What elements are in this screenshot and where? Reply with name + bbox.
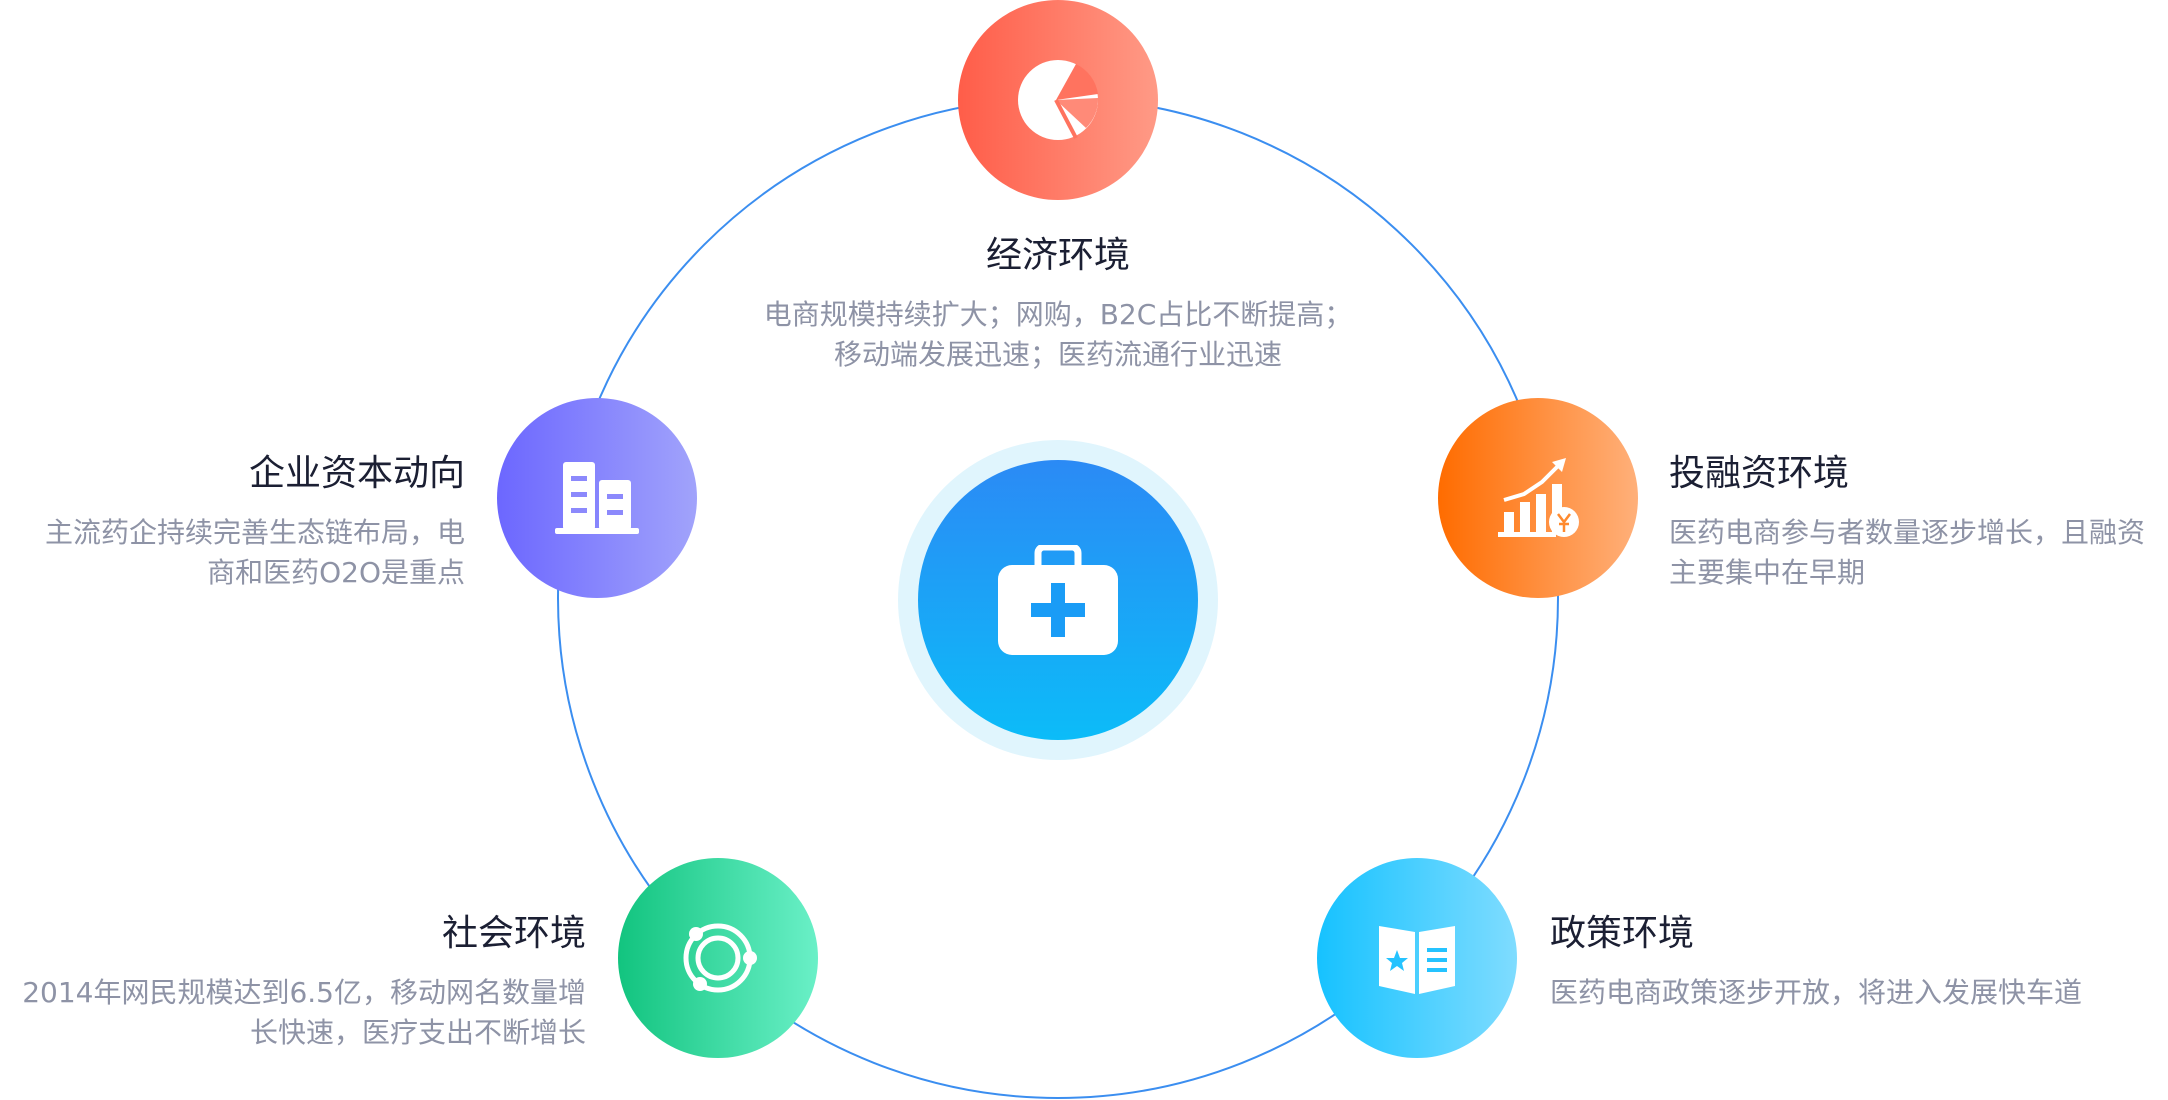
capital-node [497,398,697,598]
building-icon [555,462,639,534]
pie-chart-icon [1018,60,1099,140]
policy-book-icon [1379,926,1455,994]
policy-desc-line1: 医药电商政策逐步开放，将进入发展快车道 [1550,976,2083,1009]
economy-desc-line2: 移动端发展迅速；医药流通行业迅速 [833,338,1282,371]
investment-node [1438,398,1638,598]
society-desc-line2: 长快速，医疗支出不断增长 [249,1016,586,1049]
investment-desc-line2: 主要集中在早期 [1669,556,1866,589]
society-desc-line1: 2014年网民规模达到6.5亿，移动网名数量增 [22,976,586,1009]
economy-desc-line1: 电商规模持续扩大；网购，B2C占比不断提高； [763,298,1353,331]
policy-node [1317,858,1517,1058]
capital-desc-line1: 主流药企持续完善生态链布局，电 [44,516,465,549]
medical-kit-icon [998,545,1118,655]
economy-node [958,0,1158,200]
policy-title: 政策环境 [1550,913,1695,954]
orbit-icon [683,923,757,993]
investment-title: 投融资环境 [1669,453,1850,494]
investment-desc-line1: 医药电商参与者数量逐步增长，且融资 [1669,516,2146,549]
capital-desc-line2: 商和医药O2O是重点 [207,556,465,589]
society-node [618,858,818,1058]
center-node [918,460,1198,740]
capital-title: 企业资本动向 [248,453,465,494]
growth-chart-icon [1498,458,1579,537]
economy-title: 经济环境 [985,235,1130,276]
society-title: 社会环境 [441,913,586,954]
